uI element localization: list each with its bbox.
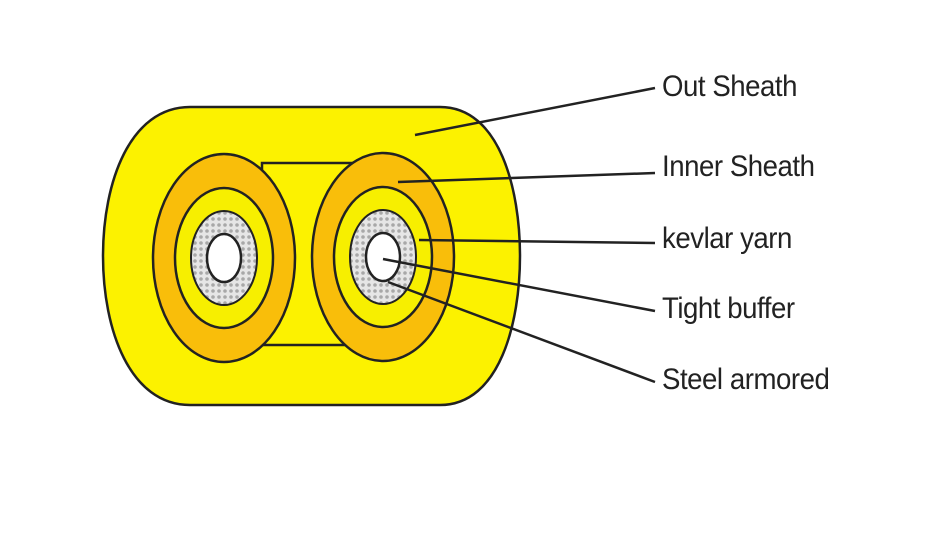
leader-tight-buffer	[382, 257, 656, 313]
leader-inner-sheath	[397, 171, 656, 184]
label-out-sheath: Out Sheath	[662, 70, 798, 103]
label-tight-buffer: Tight buffer	[662, 292, 795, 325]
label-inner-sheath: Inner Sheath	[662, 150, 815, 183]
label-steel-armored: Steel armored	[662, 363, 830, 396]
leader-kevlar-yarn	[418, 238, 656, 245]
leader-steel-armored	[387, 280, 656, 384]
leader-lines	[382, 86, 656, 384]
leader-out-sheath	[414, 86, 656, 137]
label-kevlar-yarn: kevlar yarn	[662, 222, 792, 255]
fiber-right	[310, 151, 456, 363]
fiber-left	[151, 152, 297, 364]
